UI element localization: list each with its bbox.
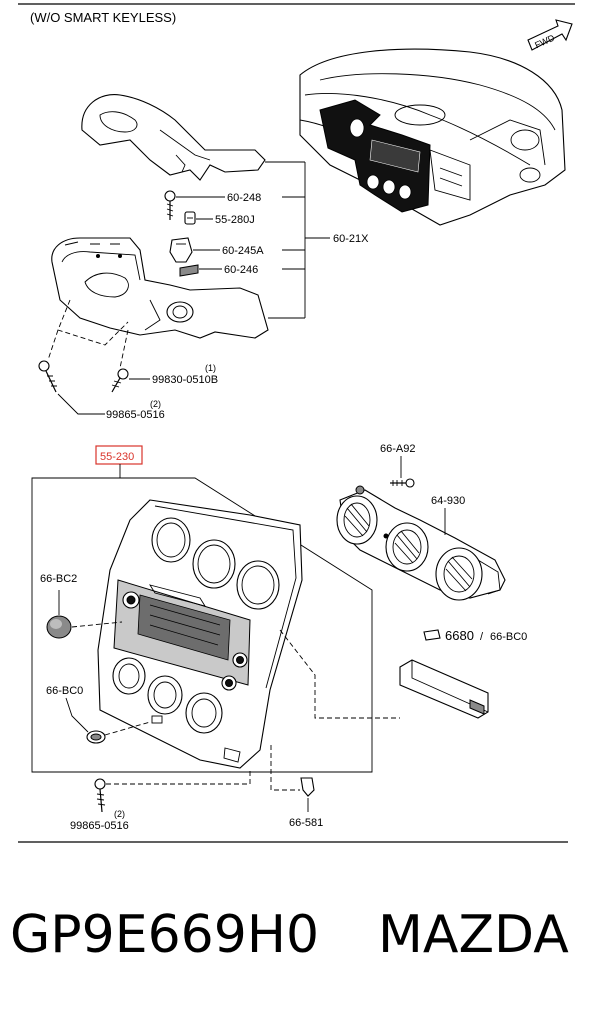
- clip-icon: [184, 211, 196, 225]
- diagram-title: (W/O SMART KEYLESS): [30, 10, 176, 25]
- part-label-99830-0510b: 99830-0510B: [152, 374, 218, 386]
- plug-icon: [86, 730, 106, 744]
- connector-icon: [423, 629, 441, 641]
- part-label-6680: 6680: [445, 628, 474, 643]
- highlight-box: [95, 445, 143, 465]
- qty-label-99830: (1): [205, 363, 216, 373]
- qty-label-99865-lower: (2): [114, 809, 125, 819]
- part-label-64-930: 64-930: [431, 495, 465, 507]
- part-label-60-246: 60-246: [224, 264, 258, 276]
- center-panel-illustration: [97, 499, 303, 769]
- slot-cover-icon: [399, 659, 489, 719]
- clip-icon: [300, 777, 315, 797]
- screw-icon: [111, 368, 129, 393]
- screw-icon: [164, 190, 176, 220]
- round-button-icon: [46, 615, 72, 639]
- part-label-66-a92: 66-A92: [380, 443, 415, 455]
- part-label-66-bc0-left: 66-BC0: [46, 685, 83, 697]
- air-vent-assembly: [336, 485, 506, 601]
- dashboard-illustration: [299, 48, 566, 226]
- screw-icon: [390, 478, 415, 488]
- part-label-60-245a: 60-245A: [222, 245, 264, 257]
- group-label-60-21x: 60-21X: [333, 233, 369, 245]
- part-label-66-581: 66-581: [289, 817, 323, 829]
- part-label-55-280j: 55-280J: [215, 214, 255, 226]
- part-label-55-230-highlighted[interactable]: 55-230: [100, 451, 134, 463]
- part-label-60-248: 60-248: [227, 192, 261, 204]
- plate-icon: [179, 264, 199, 277]
- footer-part-number: GP9E669H0: [10, 905, 319, 965]
- part-label-66-bc2: 66-BC2: [40, 573, 77, 585]
- screw-icon: [38, 360, 57, 393]
- footer-brand: MAZDA: [378, 905, 569, 965]
- part-label-66-bc0-right: 66-BC0: [490, 631, 527, 643]
- label-slash: /: [480, 631, 484, 643]
- upper-column-cover: [81, 94, 266, 181]
- part-label-99865-0516-lower: 99865-0516: [70, 820, 129, 832]
- part-label-99865-0516-upper: 99865-0516: [106, 409, 165, 421]
- bracket-icon: [169, 237, 193, 263]
- panel-outline-frame: [31, 477, 373, 773]
- fwd-arrow-icon: FWD: [527, 19, 573, 51]
- qty-label-99865-upper: (2): [150, 399, 161, 409]
- lower-column-cover: [51, 237, 269, 339]
- screw-icon: [94, 778, 106, 813]
